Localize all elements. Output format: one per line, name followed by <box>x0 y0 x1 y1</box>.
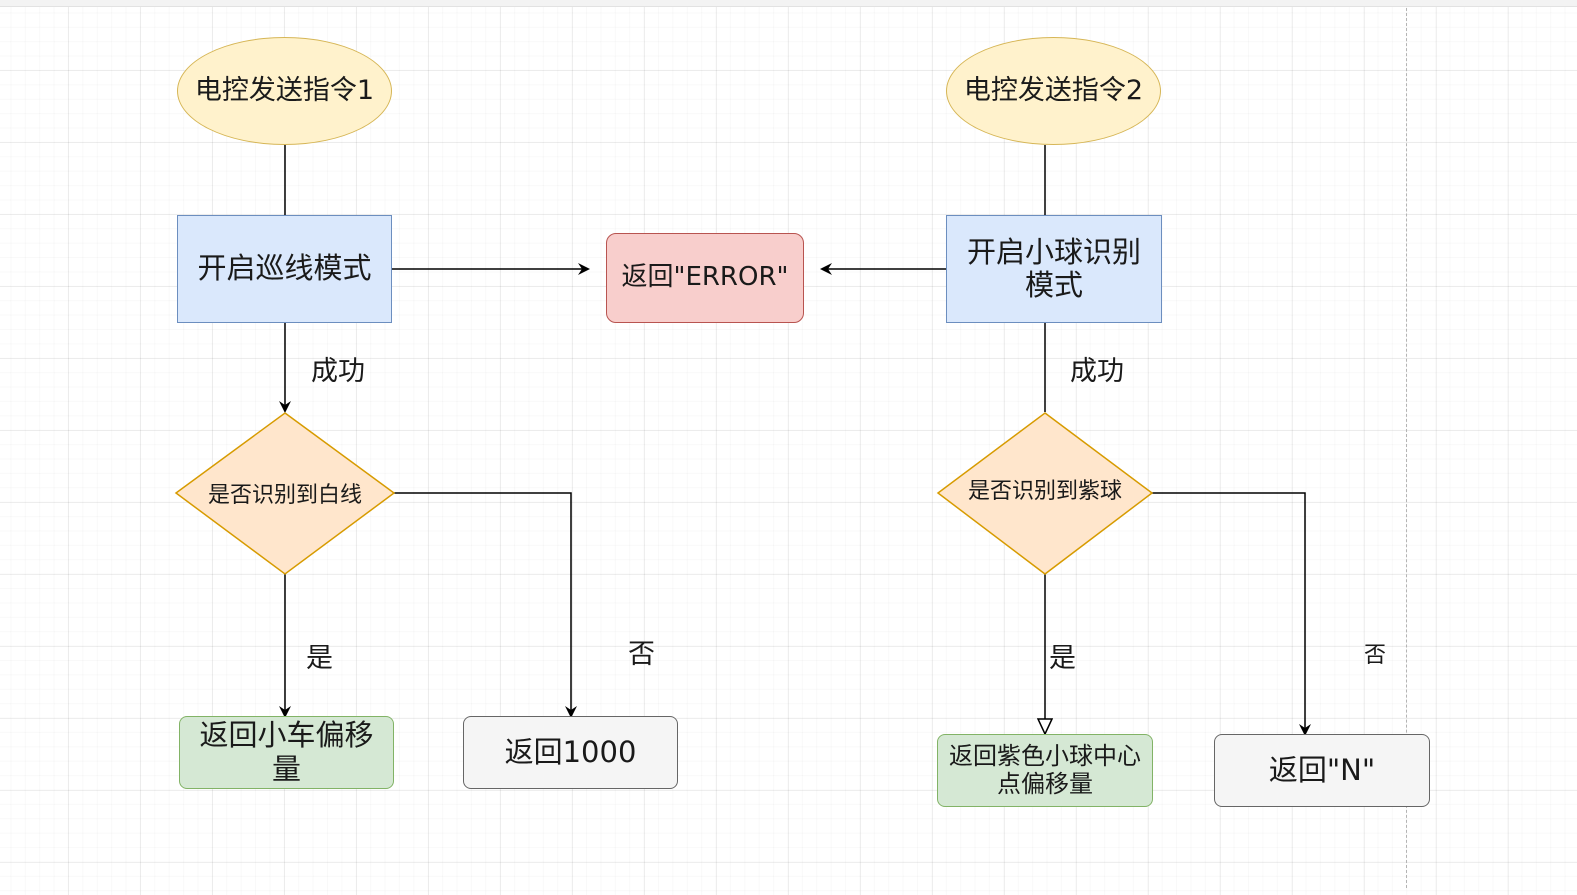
edge-label-no-right: 否 <box>1364 643 1387 668</box>
result-1000-label: 返回1000 <box>504 734 637 769</box>
process-line-following-mode[interactable]: 开启巡线模式 <box>177 215 392 323</box>
decision2-diamond[interactable] <box>936 412 1154 575</box>
result-n-label: 返回"N" <box>1268 752 1376 787</box>
result-purple-ball-offset-label: 返回紫色小球中心点偏移量 <box>949 741 1141 798</box>
canvas-top-edge <box>0 0 1577 7</box>
result-car-offset[interactable]: 返回小车偏移量 <box>179 716 394 789</box>
edge-label-success-right: 成功 <box>1070 356 1124 387</box>
result-1000[interactable]: 返回1000 <box>463 716 678 789</box>
process-ball-recognition-mode[interactable]: 开启小球识别模式 <box>946 215 1162 323</box>
process-ball-recognition-mode-label: 开启小球识别模式 <box>966 234 1141 302</box>
result-purple-ball-offset[interactable]: 返回紫色小球中心点偏移量 <box>937 734 1153 807</box>
edge-label-yes-left: 是 <box>306 643 333 674</box>
edge-decision2-no <box>1152 492 1311 736</box>
process-line-following-mode-label: 开启巡线模式 <box>197 251 372 286</box>
start-node-command-2[interactable]: 电控发送指令2 <box>946 37 1161 145</box>
edge-label-success-left: 成功 <box>311 356 365 387</box>
result-error[interactable]: 返回"ERROR" <box>606 233 804 323</box>
result-n[interactable]: 返回"N" <box>1214 734 1430 807</box>
edge-label-no-left: 否 <box>628 639 655 670</box>
result-error-label: 返回"ERROR" <box>621 262 789 293</box>
edge-decision1-no <box>394 492 577 718</box>
edge-label-yes-right: 是 <box>1049 643 1076 674</box>
result-car-offset-label: 返回小车偏移量 <box>199 718 374 786</box>
decision1-diamond[interactable] <box>174 412 396 575</box>
start-node-command-2-label: 电控发送指令2 <box>963 75 1144 107</box>
start-node-command-1[interactable]: 电控发送指令1 <box>177 37 392 145</box>
start-node-command-1-label: 电控发送指令1 <box>194 75 375 107</box>
page-break-line <box>1406 8 1407 888</box>
